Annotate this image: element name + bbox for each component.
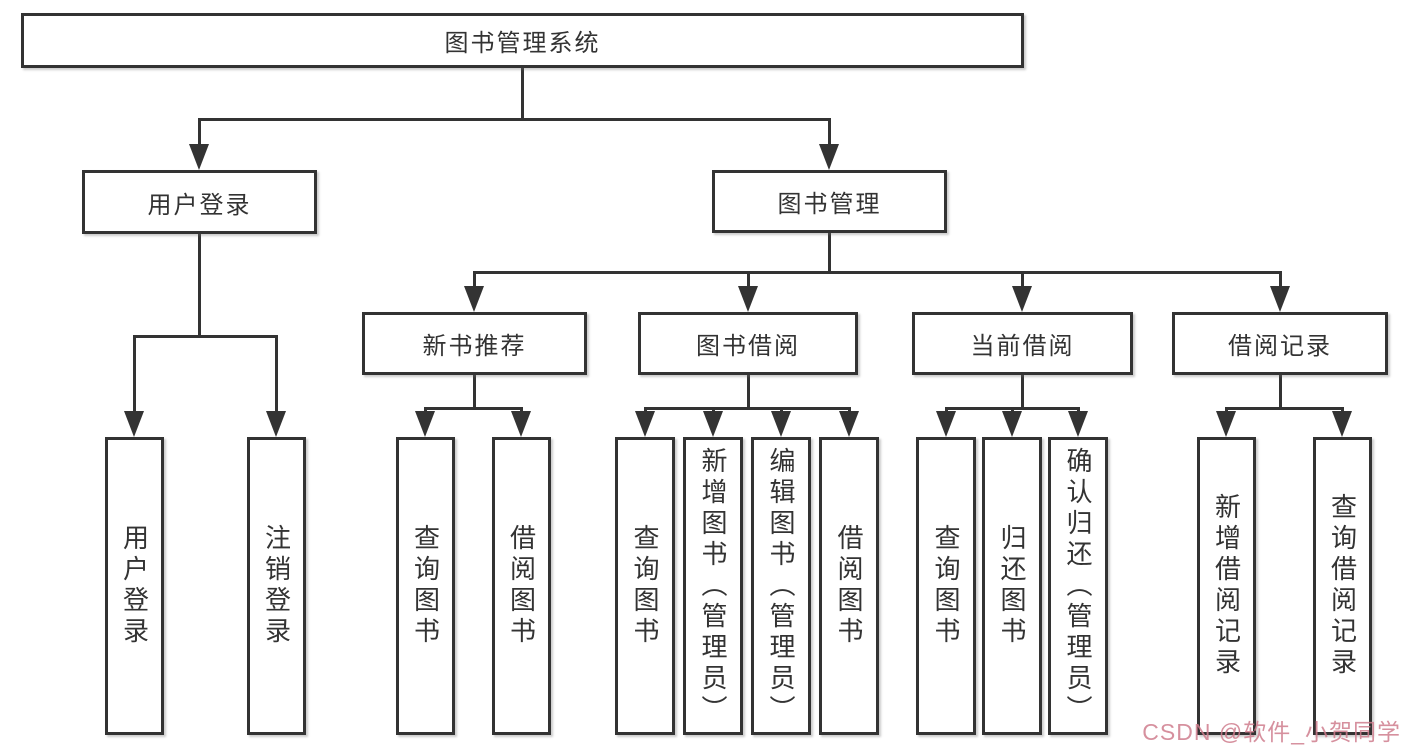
arrow-down-icon bbox=[738, 286, 758, 312]
arrow-down-icon bbox=[936, 411, 956, 437]
node-new-book-recommend: 新书推荐 bbox=[362, 312, 587, 375]
connector-line bbox=[133, 335, 136, 413]
connector-line bbox=[747, 271, 750, 288]
connector-line bbox=[198, 234, 201, 335]
connector-line bbox=[1225, 407, 1344, 410]
arrow-down-icon bbox=[1216, 411, 1236, 437]
connector-line bbox=[1279, 375, 1282, 407]
arrow-down-icon bbox=[1332, 411, 1352, 437]
leaf-nb-query-books: 查询图书 bbox=[396, 437, 455, 735]
leaf-user-login: 用户登录 bbox=[105, 437, 164, 735]
connector-line bbox=[521, 68, 524, 118]
node-borrow-records-label: 借阅记录 bbox=[1228, 333, 1332, 360]
node-book-borrow: 图书借阅 bbox=[638, 312, 858, 375]
node-book-management-label: 图书管理 bbox=[777, 191, 882, 218]
arrow-down-icon bbox=[771, 411, 791, 437]
arrow-down-icon bbox=[1068, 411, 1088, 437]
arrow-down-icon bbox=[635, 411, 655, 437]
leaf-bb-query-books: 查询图书 bbox=[615, 437, 675, 735]
arrow-down-icon bbox=[266, 411, 286, 437]
connector-line bbox=[133, 335, 278, 338]
connector-line bbox=[1279, 271, 1282, 288]
leaf-user-login-label: 用户登录 bbox=[119, 524, 150, 648]
arrow-down-icon bbox=[1270, 286, 1290, 312]
arrow-down-icon bbox=[1002, 411, 1022, 437]
leaf-cb-confirm-return-admin-label: 确认归还（管理员） bbox=[1063, 446, 1093, 726]
node-new-book-recommend-label: 新书推荐 bbox=[422, 333, 527, 360]
node-user-login-label: 用户登录 bbox=[147, 191, 252, 219]
leaf-cb-query-books: 查询图书 bbox=[916, 437, 976, 735]
node-current-borrow: 当前借阅 bbox=[912, 312, 1133, 375]
leaf-nb-query-books-label: 查询图书 bbox=[410, 524, 441, 648]
node-user-login: 用户登录 bbox=[82, 170, 317, 234]
leaf-br-add-record: 新增借阅记录 bbox=[1197, 437, 1256, 735]
connector-line bbox=[473, 271, 476, 288]
node-current-borrow-label: 当前借阅 bbox=[970, 333, 1075, 360]
arrow-down-icon bbox=[124, 411, 144, 437]
leaf-bb-edit-books-admin: 编辑图书（管理员） bbox=[751, 437, 811, 735]
connector-line bbox=[1021, 271, 1024, 288]
connector-line bbox=[198, 118, 831, 121]
connector-line bbox=[275, 335, 278, 413]
connector-line bbox=[828, 233, 831, 271]
node-book-borrow-label: 图书借阅 bbox=[696, 333, 800, 360]
connector-line bbox=[644, 407, 851, 410]
leaf-nb-borrow-books: 借阅图书 bbox=[492, 437, 551, 735]
arrow-down-icon bbox=[464, 286, 484, 312]
leaf-logout: 注销登录 bbox=[247, 437, 306, 735]
leaf-bb-add-books-admin: 新增图书（管理员） bbox=[683, 437, 743, 735]
node-root: 图书管理系统 bbox=[21, 13, 1024, 68]
arrow-down-icon bbox=[189, 144, 209, 170]
csdn-watermark: CSDN @软件_小贺同学 bbox=[1142, 719, 1401, 745]
leaf-bb-add-books-admin-label: 新增图书（管理员） bbox=[698, 446, 728, 726]
node-borrow-records: 借阅记录 bbox=[1172, 312, 1388, 375]
leaf-bb-query-books-label: 查询图书 bbox=[630, 524, 660, 648]
connector-line bbox=[747, 375, 750, 407]
connector-line bbox=[1021, 375, 1024, 407]
leaf-bb-borrow-books: 借阅图书 bbox=[819, 437, 879, 735]
leaf-br-add-record-label: 新增借阅记录 bbox=[1211, 493, 1242, 679]
connector-line bbox=[198, 118, 201, 146]
leaf-bb-borrow-books-label: 借阅图书 bbox=[834, 524, 864, 648]
leaf-br-query-record-label: 查询借阅记录 bbox=[1327, 493, 1358, 679]
arrow-down-icon bbox=[511, 411, 531, 437]
leaf-cb-confirm-return-admin: 确认归还（管理员） bbox=[1048, 437, 1108, 735]
leaf-cb-return-books-label: 归还图书 bbox=[997, 524, 1027, 648]
leaf-cb-return-books: 归还图书 bbox=[982, 437, 1042, 735]
node-book-management: 图书管理 bbox=[712, 170, 947, 233]
arrow-down-icon bbox=[415, 411, 435, 437]
leaf-logout-label: 注销登录 bbox=[261, 524, 292, 648]
connector-line bbox=[473, 271, 1281, 274]
connector-line bbox=[424, 407, 523, 410]
leaf-bb-edit-books-admin-label: 编辑图书（管理员） bbox=[766, 446, 796, 726]
leaf-br-query-record: 查询借阅记录 bbox=[1313, 437, 1372, 735]
connector-line bbox=[473, 375, 476, 407]
arrow-down-icon bbox=[839, 411, 859, 437]
arrow-down-icon bbox=[1012, 286, 1032, 312]
connector-line bbox=[828, 118, 831, 146]
node-root-label: 图书管理系统 bbox=[444, 30, 601, 57]
leaf-cb-query-books-label: 查询图书 bbox=[931, 524, 961, 648]
arrow-down-icon bbox=[703, 411, 723, 437]
leaf-nb-borrow-books-label: 借阅图书 bbox=[506, 524, 537, 648]
arrow-down-icon bbox=[819, 144, 839, 170]
